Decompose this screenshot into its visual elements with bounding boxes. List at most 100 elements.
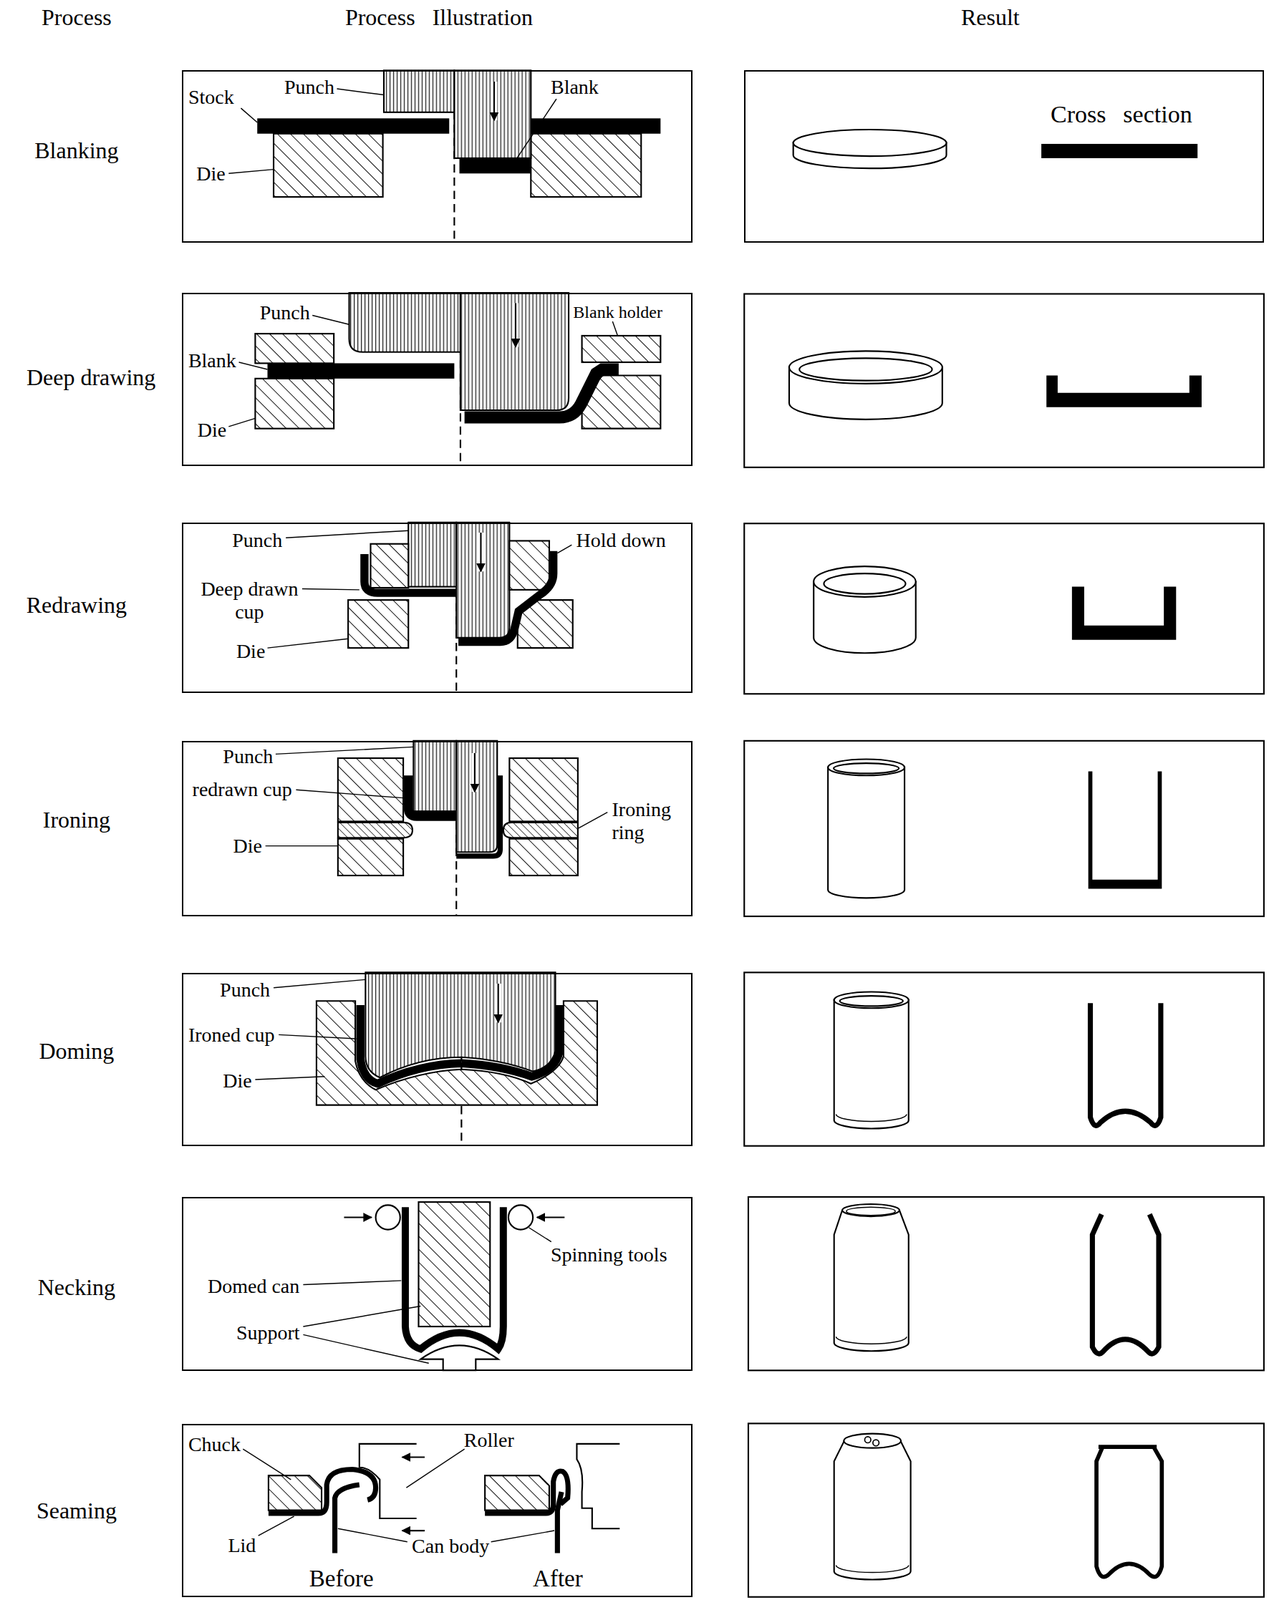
ironed-cup-result [827, 759, 1162, 899]
process-name: Deep drawing [26, 364, 127, 392]
leader-line [528, 1228, 551, 1243]
blanking-illustration [459, 158, 532, 174]
ironing-illustration [503, 822, 578, 838]
deep-drawing-illustration [512, 302, 520, 347]
part-label: Punch [259, 301, 311, 325]
redrawing-illustration [458, 551, 554, 643]
redrawing-illustration [456, 522, 510, 639]
leader-line [239, 362, 268, 370]
leader-line [228, 418, 255, 427]
blanking-illustration [530, 133, 641, 197]
necked-can-result [834, 1204, 1159, 1355]
redrawing-illustration [477, 532, 485, 572]
finished-can-result [843, 1434, 901, 1449]
necking-illustration [405, 1207, 504, 1350]
doming-illustration [254, 972, 598, 1146]
doming-illustration [360, 1005, 560, 1085]
blank-result [1041, 143, 1198, 159]
blanking-illustration [491, 81, 498, 121]
part-label: Punch [232, 529, 283, 553]
leader-line [228, 169, 274, 175]
part-label: Lid [227, 1534, 256, 1558]
redrawn-cup-result [823, 573, 906, 595]
part-label: Die [236, 640, 265, 664]
leader-line [406, 1449, 465, 1489]
ironing-illustration [338, 822, 413, 838]
finished-can-result [864, 1437, 871, 1444]
blanking-illustration [228, 70, 661, 242]
finished-can-result [834, 1434, 1163, 1581]
finished-can-result [1096, 1447, 1162, 1577]
result-panel [744, 523, 1264, 694]
ironing-illustration [338, 839, 404, 876]
drawn-cup-result [789, 350, 1202, 420]
leader-line [254, 1077, 325, 1080]
domed-can-result [834, 1000, 909, 1130]
ironing-illustration [456, 775, 500, 857]
process-name: Doming [38, 1038, 114, 1065]
leader-line [612, 321, 618, 336]
domed-can-result [834, 991, 1161, 1129]
process-name: Ironing [42, 806, 111, 833]
process-panel: PunchIroned cupDie [181, 973, 693, 1147]
leader-line [302, 1281, 402, 1286]
ironing-illustration [456, 741, 498, 853]
part-label: Punch [284, 75, 335, 99]
part-label: Punch [219, 978, 270, 1002]
leader-line [242, 1449, 291, 1481]
part-label: Blank [550, 75, 599, 99]
process-panel: PunchBlank holderBlankDie [181, 292, 693, 467]
column-header: Process Illustration [345, 4, 533, 31]
leader-line [302, 1334, 429, 1364]
part-label: Deep drawn cup [191, 577, 307, 624]
domed-can-result [1090, 1003, 1161, 1126]
part-label: Die [233, 835, 263, 858]
result-panel [748, 1197, 1264, 1371]
leader-line [265, 845, 339, 847]
leader-line [267, 530, 573, 649]
part-label: Stock [188, 85, 235, 109]
ironing-illustration [408, 775, 457, 817]
column-header: Result [961, 4, 1020, 31]
ironed-cup-result [833, 763, 899, 774]
part-label: Roller [464, 1429, 515, 1453]
necked-can-result [1092, 1214, 1159, 1355]
seaming-illustration [576, 1444, 620, 1529]
ironed-cup-result [827, 767, 905, 899]
result-panel [744, 972, 1264, 1146]
leader-line [312, 315, 349, 325]
leader-line [577, 812, 608, 830]
domed-can-result [840, 996, 904, 1007]
necking-illustration [418, 1202, 490, 1328]
process-panel: PunchHold downDeep drawn cupDie [181, 522, 693, 694]
leader-line [285, 530, 409, 538]
drawn-cup-result [789, 350, 943, 384]
redrawing-illustration [267, 522, 573, 693]
redrawing-illustration [479, 532, 482, 572]
result-panel [744, 741, 1264, 917]
seaming-illustration [268, 1475, 322, 1511]
deep-drawing-illustration [582, 335, 661, 363]
leader-line [302, 1306, 421, 1328]
process-panel: Punchredrawn cupIroning ringDie [181, 741, 693, 917]
redrawn-cup-result [813, 566, 916, 598]
part-label: Can body [411, 1535, 490, 1559]
leader-line [338, 1528, 408, 1543]
part-label: redrawn cup [192, 777, 293, 801]
process-panel: Stock Punch BlankDie [181, 70, 693, 243]
part-label: Die [196, 162, 225, 186]
deep-drawing-illustration [267, 363, 455, 379]
leader-line [228, 315, 618, 427]
drawn-cup-result [799, 358, 932, 381]
finished-can-result [834, 1441, 911, 1581]
process-name: Seaming [36, 1497, 117, 1524]
part-label: Ironing ring [611, 798, 684, 845]
necking-illustration [302, 1202, 565, 1371]
blank-result [793, 129, 1199, 169]
part-label: Die [222, 1069, 252, 1093]
leader-line [491, 1531, 555, 1543]
ironed-cup-result [827, 759, 905, 776]
leader-line [258, 1516, 295, 1537]
necked-can-result [834, 1210, 909, 1353]
